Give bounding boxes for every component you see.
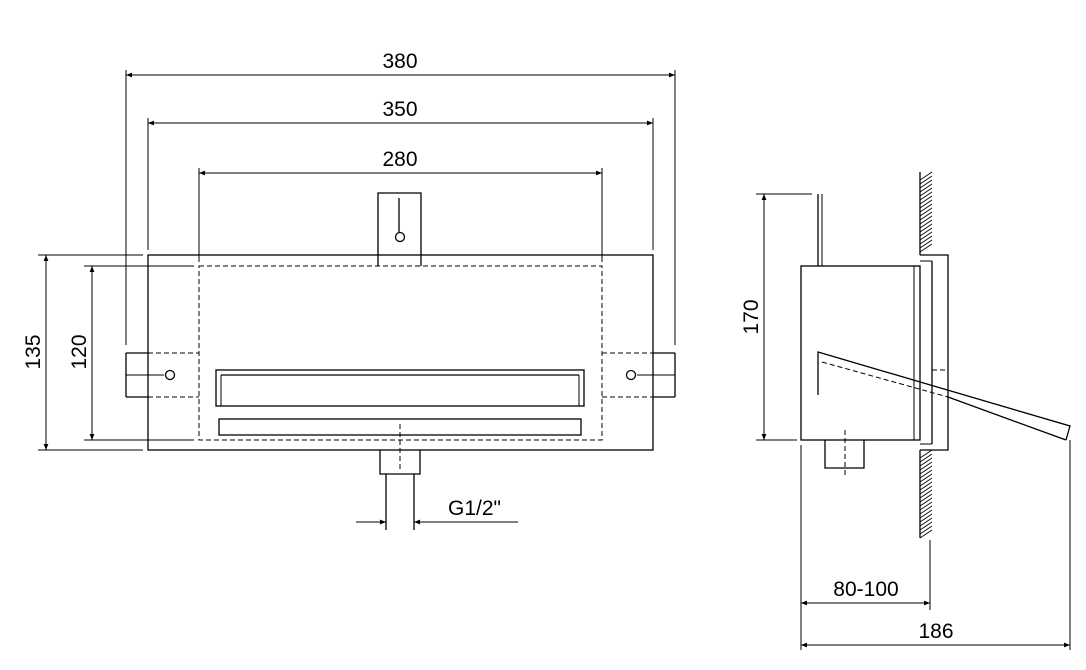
right-mounting-bracket [602,352,676,398]
wall-hatch-line [919,485,933,495]
wall-hatch-line [919,171,933,181]
dim-thread: G1/2" [356,497,518,525]
wall-hatch-line [919,195,933,205]
wall-hatch-line [919,505,933,515]
wall-hatch-line [919,239,933,249]
wall-hatch-line [919,521,933,531]
wall-hatch-line [919,187,933,197]
dim-overall-width-label: 380 [382,50,417,73]
dim-inner-width: 280 [199,148,602,176]
dim-wall-range-label: 80-100 [833,578,898,601]
wall-hatch-line [919,465,933,475]
wall-hatch-line [919,231,933,241]
wall-hatch-line [919,453,933,463]
wall-hatch-line [919,469,933,479]
side-body [800,194,921,441]
wall-hatch-line [919,175,933,185]
dim-mount-width: 350 [148,98,653,126]
wall-hatch-line [919,191,933,201]
left-mounting-bracket [125,352,199,398]
side-water-inlet [824,430,865,475]
wall-hatch-line [919,501,933,511]
wall-hatch-line [919,227,933,237]
wall-section [919,171,933,539]
wall-hatch-line [919,223,933,233]
wall-hatch-line [919,449,933,459]
wall-hatch-line [919,183,933,193]
dim-side-height: 170 [740,194,767,440]
wall-hatch-line [919,477,933,487]
wall-hatch-line [919,497,933,507]
side-view: 170 80-100 186 [740,171,1071,650]
wall-hatch-line [919,481,933,491]
wall-hatch-line [919,529,933,539]
wall-hatch-line [919,179,933,189]
front-inner-hidden-outline [198,265,603,441]
wall-hatch-line [919,203,933,213]
wall-hatch-line [919,457,933,467]
wall-hatch-line [919,207,933,217]
dim-overall-height-label: 135 [22,334,45,369]
wall-hatch-line [919,513,933,523]
wall-hatch-line [919,473,933,483]
front-body-outline [147,254,654,451]
dim-inner-height-label: 120 [68,334,91,369]
wall-hatch-line [919,235,933,245]
dim-inner-height: 120 [68,266,95,440]
dim-overall-height: 135 [22,255,49,450]
top-mounting-tab [377,192,422,266]
side-spout [817,351,1071,441]
dim-side-depth: 186 [801,620,1070,648]
wall-hatch-line [919,525,933,535]
wall-plate [920,254,949,451]
wall-hatch-line [919,243,933,253]
wall-hatch-line [919,461,933,471]
wall-hatch-line [919,493,933,503]
wall-hatch-line [919,219,933,229]
wall-hatch-line [919,215,933,225]
dim-side-depth-label: 186 [918,620,953,643]
dim-overall-width: 380 [126,50,675,78]
wall-hatch-line [919,509,933,519]
dim-inner-width-label: 280 [382,148,417,171]
dim-mount-width-label: 350 [382,98,417,121]
dim-side-height-label: 170 [740,299,763,334]
front-view: 380 350 280 135 120 G1/2" [22,50,676,530]
wall-hatch-line [919,211,933,221]
wall-hatch-line [919,199,933,209]
dim-wall-range: 80-100 [801,578,930,606]
wall-hatch-line [919,517,933,527]
wall-hatch-line [919,489,933,499]
dim-thread-label: G1/2" [448,497,501,520]
